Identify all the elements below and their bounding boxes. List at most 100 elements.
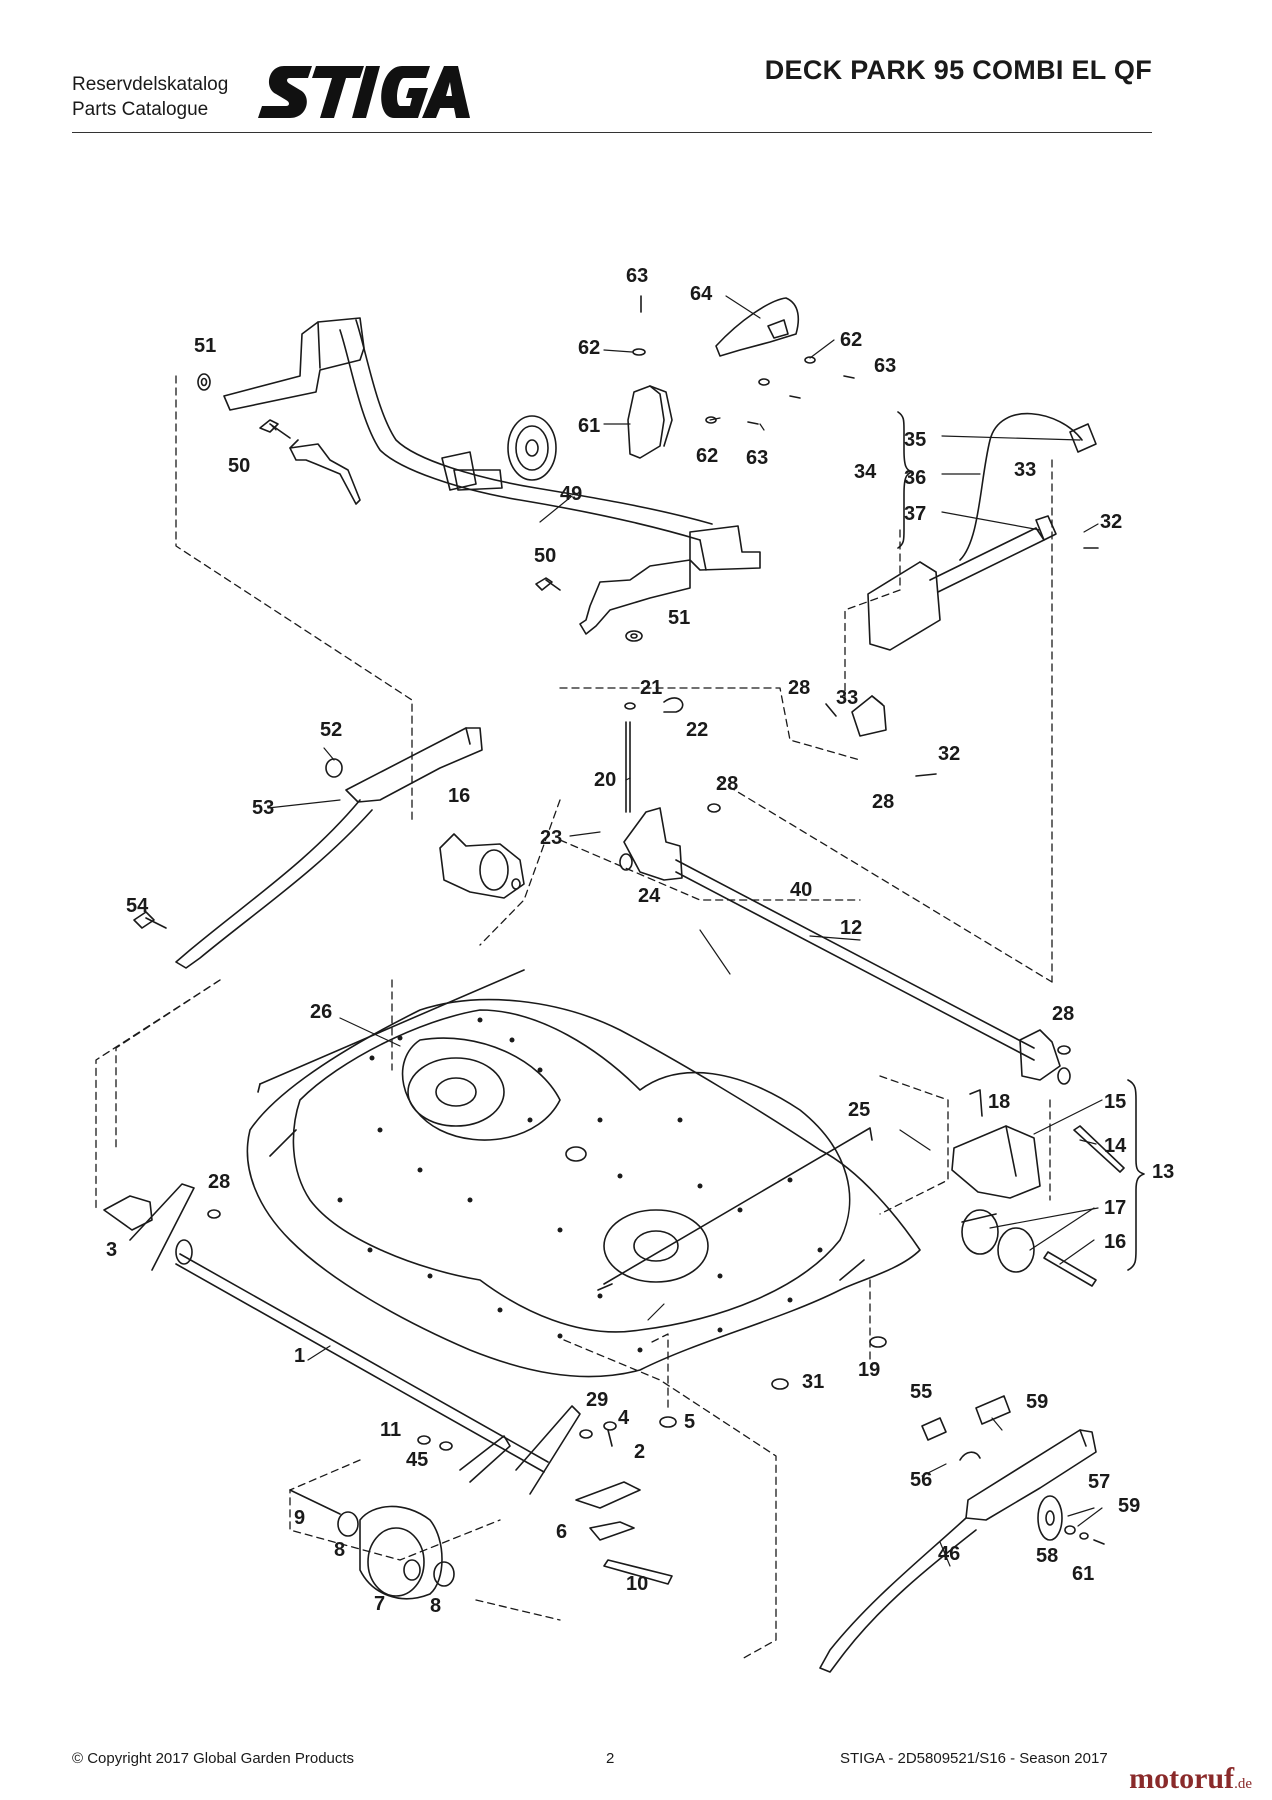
watermark-suffix: .de [1234, 1776, 1252, 1792]
callout-62b: 62 [840, 329, 862, 351]
part-27-rod [257, 969, 525, 1093]
part-55-pulley [1037, 1495, 1063, 1541]
watermark-logo: motoruf.de [1129, 1762, 1252, 1796]
part-54-spring [959, 1451, 981, 1461]
callout-14: 16 [448, 785, 470, 807]
callout-22: 21 [640, 677, 662, 699]
callout-12: 12 [840, 917, 862, 939]
part-bracket-left [289, 443, 361, 505]
nuts-28 [207, 803, 1071, 1439]
callout-8b: 8 [430, 1595, 441, 1617]
callout-48: 54 [126, 895, 149, 917]
callout-50a: 50 [228, 455, 250, 477]
part-50-bolt-top [259, 419, 291, 439]
callout-50b: 50 [534, 545, 556, 567]
callout-19: 18 [988, 1091, 1010, 1113]
deck-rivets [337, 1017, 823, 1353]
callout-29: 28 [872, 791, 894, 813]
callout-36: 36 [904, 467, 926, 489]
callout-18: 17 [1104, 1197, 1126, 1219]
callout-5: 5 [684, 1411, 695, 1433]
callout-51b: 51 [668, 607, 690, 629]
part-26-rod [597, 1127, 873, 1291]
part-47-left-arm [175, 727, 483, 969]
callout-9: 9 [294, 1507, 305, 1529]
part-50-bolt-mid [535, 577, 561, 591]
part-7-wheel [359, 1505, 443, 1600]
callout-11: 11 [380, 1419, 401, 1441]
part-5-washer [659, 1416, 677, 1428]
callout-33b: 33 [836, 687, 858, 709]
part-59-clip [975, 1395, 1011, 1425]
callout-10: 10 [626, 1573, 648, 1595]
callout-57: 59 [1118, 1495, 1140, 1517]
callout-6: 6 [556, 1521, 567, 1543]
part-1-axle [175, 1239, 549, 1473]
part-40-mount [619, 807, 683, 881]
part-20-nut [869, 1336, 887, 1348]
pulley-hub [507, 415, 557, 481]
callout-20: 19 [858, 1359, 880, 1381]
callout-16: 15 [1104, 1091, 1126, 1113]
copyright-text: © Copyright 2017 Global Garden Products [72, 1750, 355, 1767]
callout-4: 4 [618, 1407, 630, 1429]
part-64-cover [715, 297, 800, 357]
page-number: 2 [606, 1750, 615, 1767]
callout-28a: 28 [716, 773, 738, 795]
part-51-washer-mid [625, 630, 643, 642]
part-18-rollers [961, 1209, 1035, 1273]
callout-21: 20 [594, 769, 616, 791]
part-48-bolt [133, 911, 167, 929]
callout-26: 25 [848, 1099, 870, 1121]
callout-40: 40 [790, 879, 812, 901]
part-10-bolt [603, 1559, 673, 1585]
callout-34: 34 [854, 461, 877, 483]
callout-13: 13 [1152, 1161, 1174, 1183]
callout-45: 45 [406, 1449, 428, 1471]
part-4-bolt [603, 1421, 617, 1447]
callout-53: 55 [910, 1381, 932, 1403]
part-46-right-arm [819, 1429, 1097, 1673]
callout-55: 57 [1088, 1471, 1110, 1493]
part-3-bracket [103, 1183, 195, 1271]
callout-59: 59 [1026, 1391, 1048, 1413]
document-title: DECK PARK 95 COMBI EL QF [764, 55, 1152, 85]
callout-37: 37 [904, 503, 926, 525]
callout-2: 2 [634, 1441, 645, 1463]
watermark-text: motoruf [1129, 1762, 1235, 1795]
catalog-label-line1: Reservdelskatalog [72, 74, 229, 95]
callout-63a: 63 [626, 265, 648, 287]
part-8-bearings [337, 1511, 455, 1587]
part-16-bracket [951, 1125, 1041, 1199]
callout-leaders [267, 295, 1103, 1567]
callout-54: 56 [910, 1469, 932, 1491]
callout-33a: 33 [1014, 459, 1036, 481]
group-13-brace [1127, 1079, 1145, 1271]
part-53-spring [921, 1417, 947, 1441]
part-9-axle [289, 1489, 341, 1515]
part-51-washer-top [197, 373, 211, 391]
callout-47: 53 [252, 797, 274, 819]
callout-1: 1 [294, 1345, 305, 1367]
callout-62a: 62 [578, 337, 600, 359]
part-17-axle [1043, 1251, 1097, 1287]
callout-15: 14 [1104, 1135, 1127, 1157]
callout-24: 23 [540, 827, 562, 849]
callout-49: 49 [560, 483, 582, 505]
catalog-label-line2: Parts Catalogue [72, 99, 209, 120]
catalog-label: Reservdelskatalog Parts Catalogue [72, 72, 228, 122]
assembly-leader-lines [95, 375, 1053, 1661]
part-12-rod [675, 859, 1071, 1085]
callout-31: 31 [802, 1371, 824, 1393]
part-14-bracket [439, 833, 525, 899]
parts-56-57-58-fasteners [1064, 1525, 1105, 1545]
callout-63b: 63 [874, 355, 896, 377]
callout-25: 24 [638, 885, 661, 907]
callout-3: 3 [106, 1239, 117, 1261]
stiga-logo [258, 66, 470, 118]
callout-46: 46 [938, 1543, 960, 1565]
part-34-actuator [867, 412, 1099, 651]
group-34-brace [897, 411, 913, 549]
callout-23: 22 [686, 719, 708, 741]
